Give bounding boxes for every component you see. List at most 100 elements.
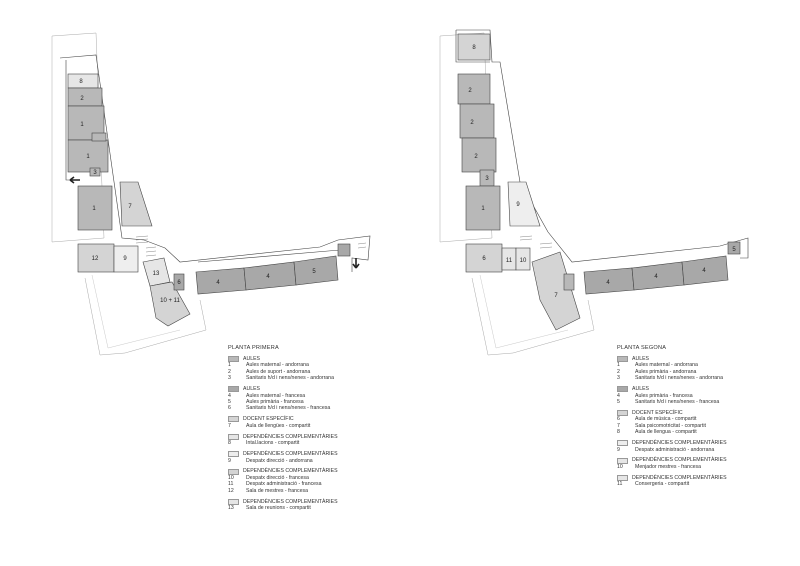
- legend-header-text: DEPENDÈNCIES COMPLEMENTÀRIES: [243, 450, 338, 457]
- legend-item-text: Aules maternal - francesa: [246, 392, 306, 399]
- legend-swatch: [617, 457, 628, 464]
- legend-swatch: [228, 386, 239, 393]
- legend-header-text: AULES: [243, 385, 261, 392]
- legend-item-number: 3: [228, 375, 231, 382]
- room-label: 6: [482, 256, 486, 262]
- legend-header: DEPENDÈNCIES COMPLEMENTÀRIES: [617, 457, 787, 464]
- legend-header: AULES: [617, 386, 787, 393]
- room-7: [119, 181, 153, 227]
- room-4b: [243, 261, 297, 291]
- room-label: 2: [474, 154, 478, 160]
- legend-header: DEPENDÈNCIES COMPLEMENTÀRIES: [228, 433, 398, 440]
- room-label: 10: [520, 258, 527, 264]
- legend-item-number: 4: [617, 392, 620, 399]
- room-label: 5: [732, 247, 736, 253]
- legend-header: AULES: [228, 355, 398, 362]
- legend-item-text: Aula de llengües - compartit: [246, 422, 311, 429]
- legend-item: 5 Aules primària - francesa: [228, 399, 398, 405]
- legend-item-number: 2: [228, 368, 231, 375]
- room-label: 7: [128, 204, 132, 210]
- room-label: 13: [153, 271, 160, 277]
- legend-swatch: [228, 416, 239, 423]
- room-label: 1: [80, 122, 84, 128]
- room-label: 4: [606, 280, 610, 286]
- room-label: 4: [654, 274, 658, 280]
- legend-swatch: [617, 440, 628, 447]
- legend-item-number: 13: [228, 505, 234, 512]
- room-4c: [681, 255, 729, 286]
- legend-item-text: Aules maternal - andorrana: [246, 362, 309, 369]
- room-label: 4: [216, 280, 220, 286]
- legend-swatch: [617, 386, 628, 393]
- room-label: 8: [472, 45, 476, 51]
- legend-header: DOCENT ESPECÍFIC: [228, 416, 398, 423]
- legend-item-number: 6: [617, 416, 620, 423]
- legend-item-text: Aules primària - francesa: [246, 399, 304, 406]
- legend-swatch: [228, 433, 239, 440]
- room-8: [457, 33, 491, 61]
- room-10-11: [149, 281, 191, 327]
- legend-item-text: Sala de mestres - francesa: [246, 487, 308, 494]
- arrow-down-icon: [352, 258, 360, 269]
- legend-item-text: Despatx administració - andorrana: [635, 446, 715, 453]
- room-9: [113, 245, 139, 273]
- room-label: 9: [123, 256, 127, 262]
- room-5: [293, 255, 339, 286]
- legend-item: 3 Sanitaris h/d i nens/nenes - andorrana: [228, 375, 398, 381]
- legend-item-text: Aules primària - andorrana: [635, 368, 697, 375]
- legend-header: DEPENDÈNCIES COMPLEMENTÀRIES: [228, 498, 398, 505]
- legend-item-number: 5: [228, 399, 231, 406]
- room-label: 1: [92, 206, 96, 212]
- room-6b: [337, 243, 351, 257]
- legend-item-text: Sala de reunions - compartit: [246, 505, 311, 512]
- room-3b: [89, 167, 101, 177]
- left-room-labels: 8 2 1 1 3 1 7 12 9 13 10 + 11 6 4 4 5: [79, 79, 316, 304]
- legend-swatch: [228, 355, 239, 362]
- room-6: [465, 243, 503, 273]
- legend-header: AULES: [228, 386, 398, 393]
- room-1b: [67, 139, 109, 173]
- legend-item-number: 10: [617, 464, 623, 471]
- legend-header-text: AULES: [243, 355, 261, 362]
- room-label: 8: [79, 79, 83, 85]
- legend-item-text: Despatx direcció - francesa: [246, 475, 309, 482]
- room-label: 10 + 11: [160, 298, 180, 304]
- legend-item: 6 Aula de música - compartit: [617, 416, 787, 422]
- legend-item-text: Intal.lacions - compartit: [246, 440, 300, 447]
- room-4b: [631, 261, 685, 291]
- legend-header: DEPENDÈNCIES COMPLEMENTÀRIES: [617, 440, 787, 447]
- room-2b: [459, 103, 495, 139]
- legend-item-text: Aula de música - compartit: [635, 416, 697, 423]
- room-4a: [195, 267, 247, 295]
- room-7: [531, 251, 581, 331]
- room-12: [77, 243, 115, 273]
- arrow-left-icon: [69, 176, 80, 184]
- room-10: [515, 247, 531, 271]
- room-2: [67, 87, 103, 107]
- room-6: [173, 273, 185, 291]
- legend-item-text: Sanitaris h/d i nens/nenes - andorrana: [246, 375, 334, 382]
- legend-item-number: 12: [228, 487, 234, 494]
- room-label: 3: [93, 170, 97, 176]
- legend-item-text: Sanitaris h/d i nens/nenes - francesa: [635, 399, 720, 406]
- legend-swatch: [617, 474, 628, 481]
